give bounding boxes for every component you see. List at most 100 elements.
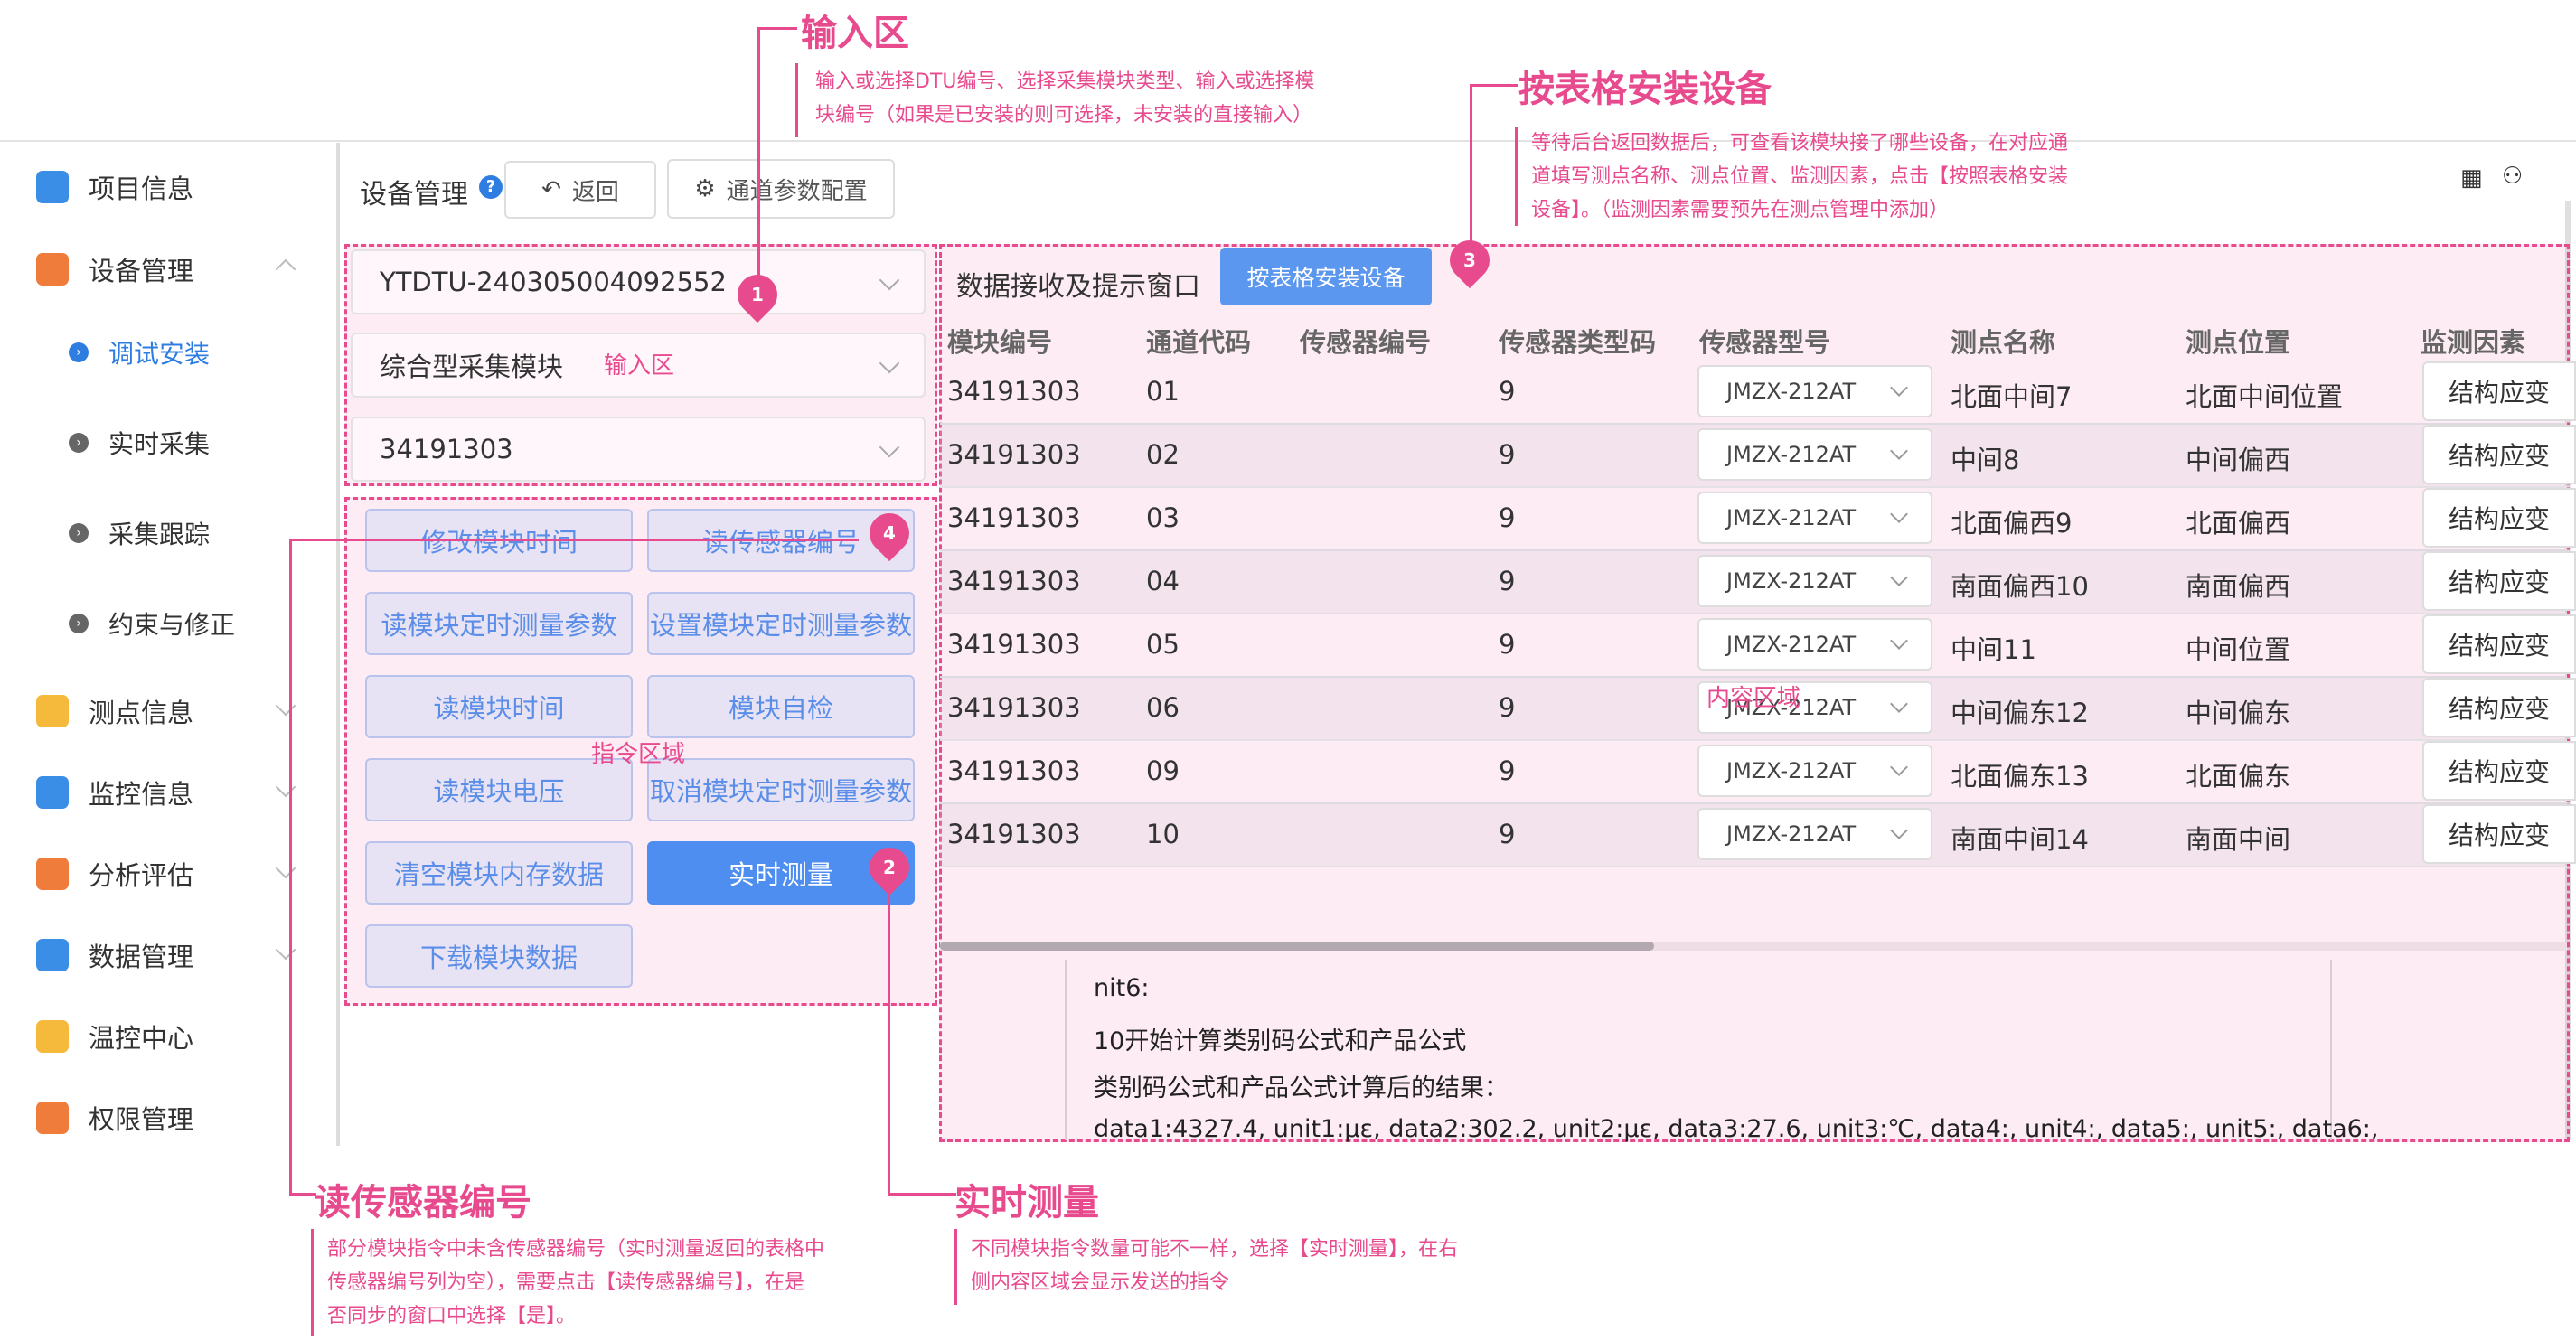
chevron-down-icon xyxy=(1890,568,1908,586)
bar-chart-icon xyxy=(36,695,69,727)
cell-point-name[interactable]: 北面中间7 xyxy=(1951,381,2073,412)
install-by-table-button[interactable]: 按表格安装设备 xyxy=(1220,248,1432,305)
callout-line xyxy=(757,27,760,282)
set-timed-params-button[interactable]: 设置模块定时测量参数 xyxy=(647,592,915,655)
monitor-factor-select[interactable]: 结构应变 xyxy=(2422,804,2576,864)
module-type-select[interactable]: 综合型采集模块 xyxy=(351,333,926,398)
cell-point-name[interactable]: 中间偏东12 xyxy=(1951,698,2089,728)
sidebar-sub-track[interactable]: › 采集跟踪 xyxy=(69,511,210,556)
thermometer-icon xyxy=(36,1020,69,1053)
read-module-voltage-button[interactable]: 读模块电压 xyxy=(365,758,633,821)
top-divider xyxy=(0,140,2576,142)
sidebar-item-label: 温控中心 xyxy=(89,1023,194,1054)
cell-module-no: 34191303 xyxy=(947,629,1081,660)
table-scroll-track[interactable] xyxy=(940,942,2567,951)
sensor-model-value: JMZX-212AT xyxy=(1726,758,1857,783)
callout-bar xyxy=(1515,127,1518,226)
sidebar-item-analysis[interactable]: 分析评估 xyxy=(36,847,296,901)
cell-point-name[interactable]: 北面偏西9 xyxy=(1951,508,2073,539)
monitor-factor-select[interactable]: 结构应变 xyxy=(2422,361,2576,421)
sensor-model-select[interactable]: JMZX-212AT xyxy=(1697,681,1932,734)
sidebar-item-project[interactable]: 项目信息 xyxy=(36,160,193,214)
grid-view-icon[interactable]: ▦ xyxy=(2460,164,2483,192)
monitor-factor-select[interactable]: 结构应变 xyxy=(2422,614,2576,674)
desc-line: 设备】。（监测因素需要预先在测点管理中添加） xyxy=(1531,199,1950,221)
module-no-select[interactable]: 34191303 xyxy=(351,417,926,482)
sensor-model-select[interactable]: JMZX-212AT xyxy=(1697,745,1932,797)
cell-point-name[interactable]: 北面偏东13 xyxy=(1951,761,2089,792)
monitor-factor-select[interactable]: 结构应变 xyxy=(2422,551,2576,611)
cell-point-position[interactable]: 北面偏东 xyxy=(2186,761,2291,792)
cell-point-position[interactable]: 南面中间 xyxy=(2186,824,2291,855)
chevron-down-icon xyxy=(1890,758,1908,776)
channel-config-button[interactable]: ⚙ 通道参数配置 xyxy=(667,159,895,219)
module-selfcheck-button[interactable]: 模块自检 xyxy=(647,675,915,738)
install-callout-title: 按表格安装设备 xyxy=(1518,69,1772,110)
sidebar-sub-realtime[interactable]: › 实时采集 xyxy=(69,420,210,465)
sensor-model-select[interactable]: JMZX-212AT xyxy=(1697,555,1932,607)
table-scroll-thumb[interactable] xyxy=(940,942,1654,951)
sidebar-item-points[interactable]: 测点信息 xyxy=(36,684,296,738)
dtu-select[interactable]: YTDTU-240305004092552 xyxy=(351,249,926,314)
marker-pin-4: 4 xyxy=(860,504,918,562)
realtime-callout-title: 实时测量 xyxy=(954,1182,1099,1224)
sensor-model-select[interactable]: JMZX-212AT xyxy=(1697,618,1932,670)
sensor-model-select[interactable]: JMZX-212AT xyxy=(1697,808,1932,860)
read-timed-params-button[interactable]: 读模块定时测量参数 xyxy=(365,592,633,655)
arrow-circle-icon: › xyxy=(69,342,89,362)
read-module-time-button[interactable]: 读模块时间 xyxy=(365,675,633,738)
cell-point-position[interactable]: 中间位置 xyxy=(2186,634,2291,665)
sidebar-sub-debug-install[interactable]: › 调试安装 xyxy=(69,330,210,375)
cell-sensor-type-code: 9 xyxy=(1499,629,1516,660)
sensor-model-select[interactable]: JMZX-212AT xyxy=(1697,492,1932,544)
cell-point-name[interactable]: 南面偏西10 xyxy=(1951,571,2089,602)
monitor-factor-select[interactable]: 结构应变 xyxy=(2422,488,2576,548)
cell-point-name[interactable]: 南面中间14 xyxy=(1951,824,2089,855)
cell-point-position[interactable]: 北面偏西 xyxy=(2186,508,2291,539)
table-row[interactable] xyxy=(940,613,2567,678)
input-callout-desc: 输入或选择DTU编号、选择采集模块类型、输入或选择模 块编号（如果是已安装的则可… xyxy=(815,65,1314,132)
callout-line xyxy=(289,1193,316,1196)
monitor-factor-select[interactable]: 结构应变 xyxy=(2422,678,2576,737)
tree-view-icon[interactable]: ⚇ xyxy=(2502,163,2524,190)
cell-point-name[interactable]: 中间11 xyxy=(1951,634,2036,665)
log-line: 类别码公式和产品公式计算后的结果： xyxy=(1094,1074,1509,1102)
sensor-model-select[interactable]: JMZX-212AT xyxy=(1697,365,1932,417)
callout-line xyxy=(289,539,859,541)
help-icon[interactable]: ? xyxy=(479,175,503,199)
cell-point-position[interactable]: 中间偏西 xyxy=(2186,445,2291,475)
sidebar-item-permission[interactable]: 权限管理 xyxy=(36,1091,193,1145)
panel-title: 数据接收及提示窗口 xyxy=(956,271,1200,303)
cell-point-position[interactable]: 中间偏东 xyxy=(2186,698,2291,728)
sensor-model-select[interactable]: JMZX-212AT xyxy=(1697,428,1932,481)
cell-point-position[interactable]: 北面中间位置 xyxy=(2186,381,2344,412)
monitor-factor-select[interactable]: 结构应变 xyxy=(2422,741,2576,801)
download-data-button[interactable]: 下载模块数据 xyxy=(365,924,633,988)
sidebar-item-monitor[interactable]: 监控信息 xyxy=(36,765,296,820)
sensor-model-value: JMZX-212AT xyxy=(1726,695,1857,720)
sidebar-item-device[interactable]: 设备管理 xyxy=(36,242,296,296)
sidebar-sub-constraint[interactable]: › 约束与修正 xyxy=(69,601,235,646)
sidebar-item-temp[interactable]: 温控中心 xyxy=(36,1009,193,1064)
cell-point-name[interactable]: 中间8 xyxy=(1951,445,2020,475)
cell-point-position[interactable]: 南面偏西 xyxy=(2186,571,2291,602)
sidebar-item-data[interactable]: 数据管理 xyxy=(36,928,296,982)
column-header: 传感器类型码 xyxy=(1499,327,1657,358)
table-row[interactable] xyxy=(940,739,2567,804)
table-row[interactable] xyxy=(940,360,2567,425)
table-row[interactable] xyxy=(940,486,2567,551)
monitor-factor-select[interactable]: 结构应变 xyxy=(2422,425,2576,484)
column-header: 监测因素 xyxy=(2421,327,2526,358)
desc-line: 否同步的窗口中选择【是】。 xyxy=(327,1305,577,1327)
chevron-down-icon xyxy=(879,269,900,291)
cell-module-no: 34191303 xyxy=(947,819,1081,849)
cell-sensor-type-code: 9 xyxy=(1499,755,1516,786)
back-button[interactable]: ↶ 返回 xyxy=(504,161,656,219)
back-button-label: 返回 xyxy=(571,178,619,206)
log-line: 10开始计算类别码公式和产品公式 xyxy=(1094,1027,1467,1055)
cell-channel-code: 06 xyxy=(1146,692,1180,723)
clear-memory-button[interactable]: 清空模块内存数据 xyxy=(365,841,633,905)
chevron-down-icon xyxy=(1890,632,1908,650)
cancel-timed-params-button[interactable]: 取消模块定时测量参数 xyxy=(647,758,915,821)
arrow-circle-icon: › xyxy=(69,433,89,453)
